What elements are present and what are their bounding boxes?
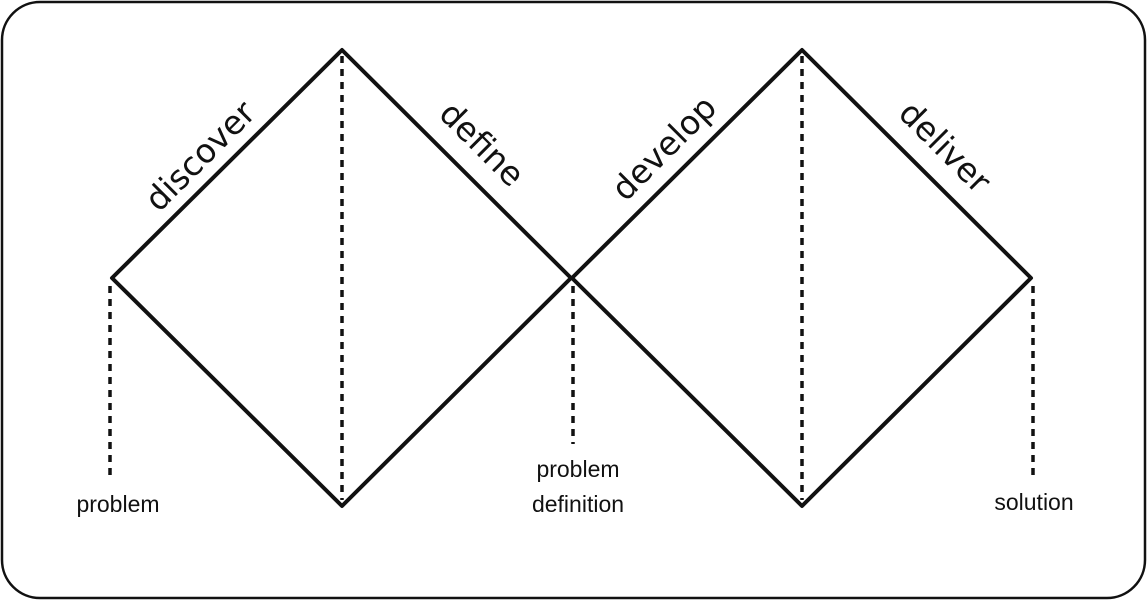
right-diamond <box>570 48 1033 508</box>
point-label-start: problem <box>76 491 159 517</box>
point-label-end: solution <box>994 489 1073 515</box>
point-label-middle-line2: definition <box>532 491 624 517</box>
point-label-middle-line1: problem <box>536 456 619 482</box>
left-diamond <box>110 48 573 508</box>
